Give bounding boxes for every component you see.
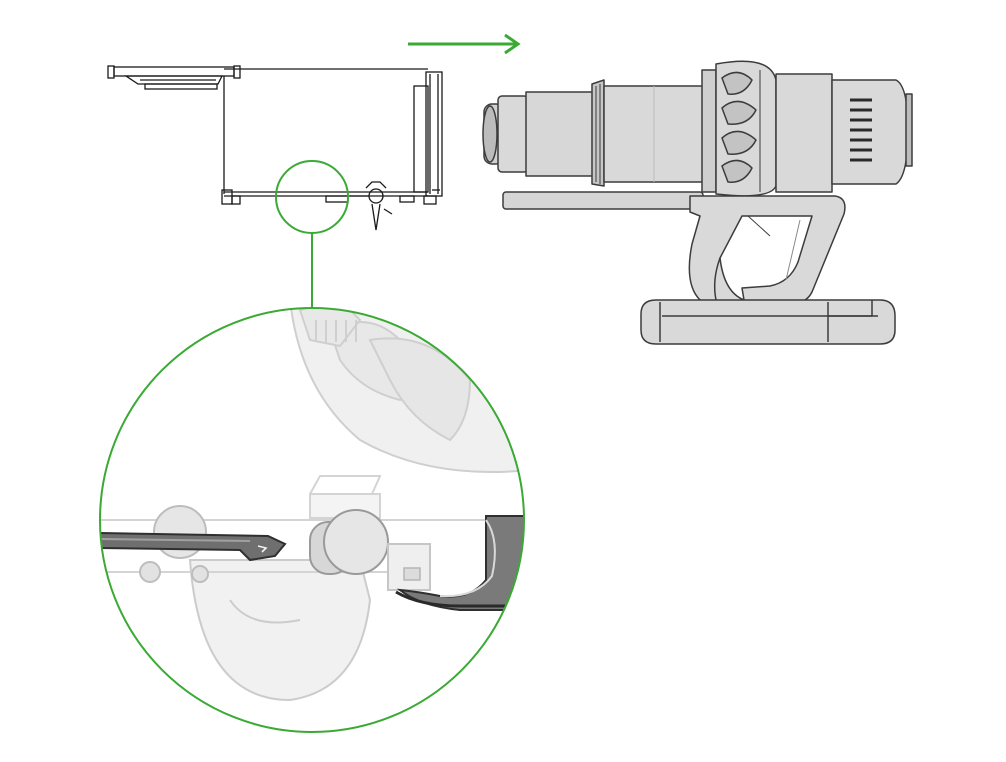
inlet — [482, 91, 597, 177]
ghost-bowl — [188, 559, 372, 702]
rear-cap — [831, 79, 909, 185]
shroud-flange — [591, 79, 605, 187]
bin-release-catch — [350, 181, 393, 231]
bin-rail — [502, 191, 704, 210]
callout-ring-small — [275, 160, 349, 234]
housing-edge — [387, 515, 524, 611]
callout-ring-large — [99, 307, 525, 733]
cyclone-head — [701, 60, 777, 197]
vent-slots — [850, 98, 872, 162]
bin-body — [221, 68, 443, 205]
motor-housing — [775, 73, 833, 193]
pivot-capsule — [309, 509, 389, 575]
clear-bin — [107, 65, 443, 231]
handle — [688, 195, 846, 305]
main-body — [482, 60, 913, 345]
arrow-right-icon — [408, 33, 521, 55]
bin-lid — [107, 65, 241, 90]
magnified-detail — [100, 308, 524, 732]
ghost-cyclone — [288, 308, 524, 473]
battery — [640, 299, 896, 345]
